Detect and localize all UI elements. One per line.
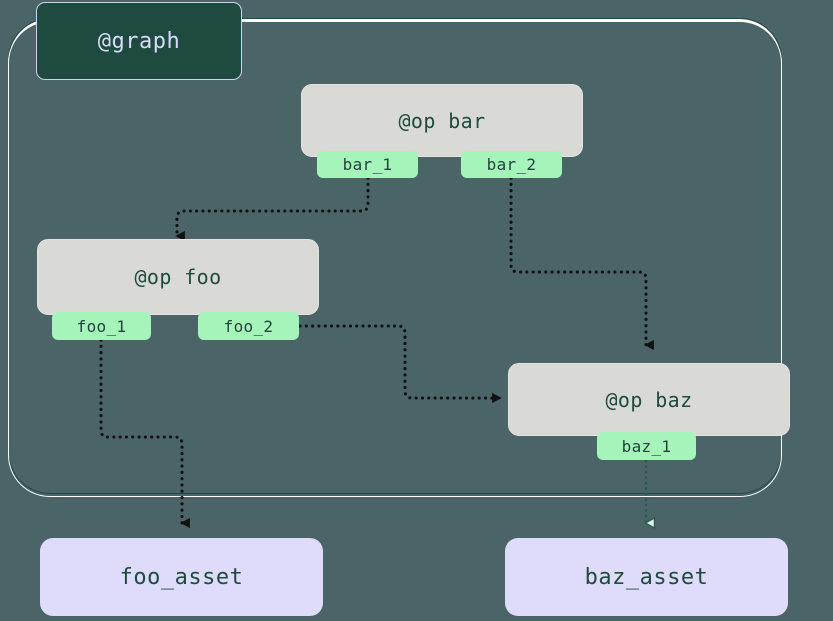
port-bar-1[interactable]: bar_1 — [317, 151, 418, 178]
port-foo-2[interactable]: foo_2 — [198, 312, 299, 340]
op-node-bar[interactable]: @op bar — [301, 84, 583, 157]
port-foo-1[interactable]: foo_1 — [52, 312, 151, 340]
subgraph-container-border-highlight — [8, 20, 782, 497]
op-node-baz[interactable]: @op baz — [508, 363, 790, 436]
op-node-foo[interactable]: @op foo — [37, 239, 319, 315]
port-bar-2[interactable]: bar_2 — [461, 151, 562, 178]
subgraph-label-graph[interactable]: @graph — [36, 2, 242, 80]
asset-node-foo-asset[interactable]: foo_asset — [40, 538, 323, 616]
port-baz-1[interactable]: baz_1 — [597, 432, 696, 460]
asset-node-baz-asset[interactable]: baz_asset — [505, 538, 788, 616]
